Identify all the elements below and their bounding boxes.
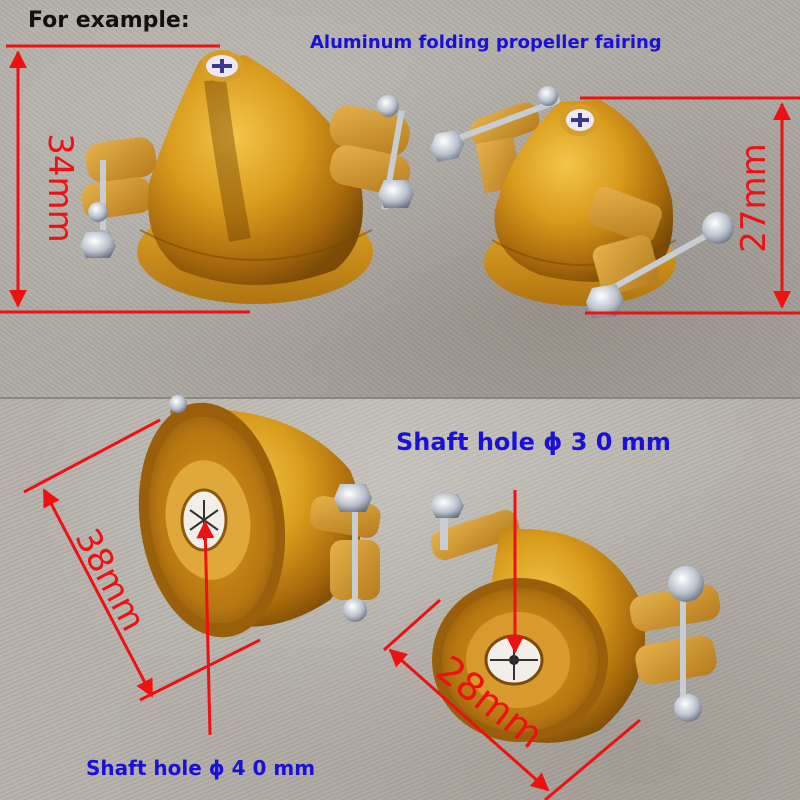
large-spinner-front-view <box>138 395 381 638</box>
shaft-40-pointer <box>196 520 215 736</box>
small-spinner-side-view <box>430 86 734 318</box>
dimension-38mm <box>23 418 261 702</box>
height-27mm-label: 27mm <box>734 143 774 253</box>
dimension-28mm <box>383 598 641 800</box>
dimension-27mm <box>580 96 800 315</box>
product-title: Aluminum folding propeller fairing <box>310 32 662 53</box>
shaft-hole-40-label: Shaft hole ϕ 4 0 mm <box>86 756 316 780</box>
intro-label: For example: <box>28 8 190 33</box>
photo-divider <box>0 397 800 399</box>
height-34mm-label: 34mm <box>40 133 80 243</box>
dimension-34mm <box>0 44 250 314</box>
large-spinner-side-view <box>80 50 414 304</box>
shaft-hole-30-label: Shaft hole ϕ 3 0 mm <box>396 428 671 456</box>
